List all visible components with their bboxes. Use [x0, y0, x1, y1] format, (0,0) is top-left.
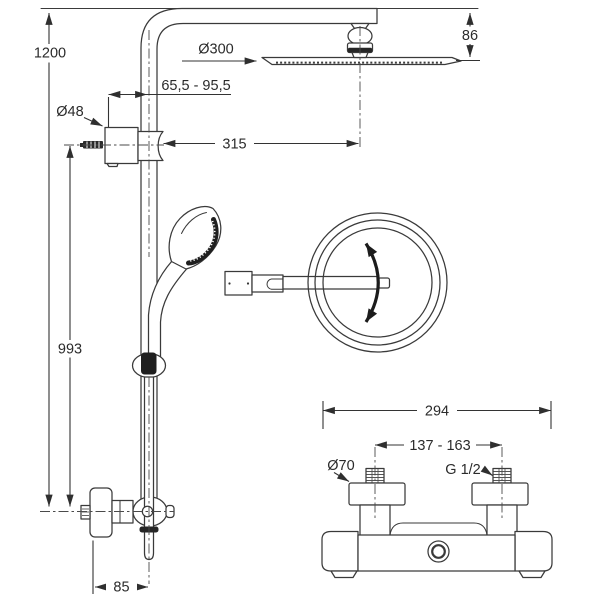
- detail-circle-inner: [322, 227, 433, 338]
- arm-drop-label: 86: [462, 28, 478, 44]
- mixer-width-label: 294: [425, 404, 449, 420]
- valve-foot-left: [330, 570, 358, 579]
- escutcheon-right: [471, 482, 529, 506]
- dimension-bracket-diameter: Ø48: [56, 104, 103, 127]
- spray-face-dots: [189, 220, 216, 262]
- head-diameter-label: Ø300: [198, 42, 233, 58]
- head-flange: [351, 51, 369, 59]
- dimension-mixer-width: 294: [322, 401, 552, 429]
- centerlines: [40, 26, 503, 584]
- diverter-button-outer: [427, 540, 450, 563]
- holder-pin-left: [228, 282, 231, 285]
- spray-face-band: [186, 217, 219, 266]
- mixer-front-view: [321, 467, 553, 579]
- diverter-button-inner: [431, 544, 446, 559]
- dimension-thread-size: G 1/2: [445, 462, 493, 478]
- overall-height-label: 1200: [34, 46, 66, 62]
- wall-nipple: [80, 504, 91, 520]
- swivel-holder-detail-view: [224, 212, 448, 353]
- bracket-diameter-label: Ø48: [56, 104, 83, 120]
- body-bridge-contour: [389, 522, 488, 536]
- slider-grip: [141, 352, 157, 375]
- dimension-connection-spacing: 137 - 163: [374, 437, 503, 454]
- holder-bar: [282, 275, 380, 290]
- dimension-bracket-offset: 65,5 - 95,5: [107, 78, 231, 127]
- connection-spacing-label: 137 - 163: [409, 438, 470, 454]
- thread-size-label: G 1/2: [445, 462, 480, 478]
- wall-bracket-body: [104, 126, 139, 165]
- rail-sleeve: [137, 130, 164, 162]
- dimension-outlet-offset: 85: [92, 540, 149, 596]
- wall-flange: [89, 487, 113, 538]
- head-projection-label: 315: [222, 137, 246, 153]
- rail-length-label: 993: [58, 342, 82, 358]
- valve-cap-right: [514, 530, 553, 572]
- dimension-head-projection: 315: [163, 135, 359, 153]
- bracket-foot: [106, 162, 119, 168]
- detail-circle-middle: [314, 219, 441, 346]
- dimension-overall-height: 1200: [31, 12, 69, 507]
- rotation-arrow-icon: [364, 242, 380, 323]
- shower-column-view: [40, 7, 479, 561]
- dimension-rail-length: 993: [54, 145, 86, 507]
- riser-and-arm: [140, 7, 378, 505]
- holder-pin-right: [246, 282, 250, 285]
- escutcheon-diameter-label: Ø70: [327, 458, 354, 474]
- outlet-offset-label: 85: [113, 580, 129, 596]
- valve-cap-left: [321, 530, 359, 572]
- bracket-offset-label: 65,5 - 95,5: [161, 78, 230, 94]
- valve-foot-right: [518, 570, 546, 579]
- dimension-arm-drop: 86: [456, 12, 483, 62]
- clevis-slot: [266, 278, 284, 290]
- head-contour-line: [181, 212, 207, 234]
- dimension-escutcheon-diameter: Ø70: [327, 458, 355, 482]
- detail-circle-outer: [307, 212, 448, 353]
- escutcheon-left: [348, 482, 406, 506]
- dimension-head-diameter: Ø300: [182, 42, 257, 65]
- rain-shower-head: [261, 56, 462, 66]
